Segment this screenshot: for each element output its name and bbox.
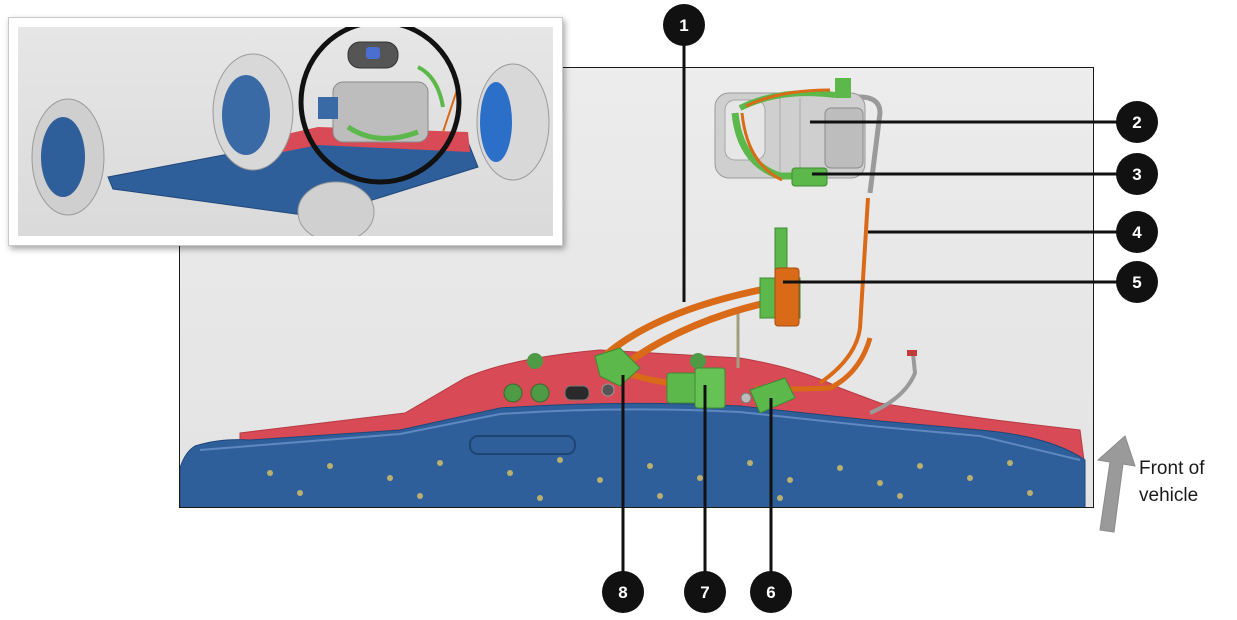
wheel-front-right <box>476 63 550 181</box>
battery-tray <box>180 402 1086 507</box>
callout-marker-4: 4 <box>1116 211 1158 253</box>
hv-cable-lower <box>616 299 769 372</box>
front-label-line2: vehicle <box>1139 485 1199 506</box>
drive-unit <box>318 41 459 143</box>
highlight-circle <box>298 27 462 185</box>
callout-number-2: 2 <box>1132 113 1141 132</box>
callout-marker-8: 8 <box>602 571 644 613</box>
battery-connector-center <box>666 367 726 409</box>
battery-connector-right <box>740 377 796 414</box>
callout-marker-6: 6 <box>750 571 792 613</box>
tray-recess <box>469 435 576 455</box>
tray-rim <box>199 408 1081 461</box>
callout-number-6: 6 <box>766 583 775 602</box>
vehicle-overview-inset <box>8 17 563 246</box>
wheel-rear-left <box>31 98 105 216</box>
callout-number-4: 4 <box>1132 223 1142 242</box>
callout-marker-2: 2 <box>1116 101 1158 143</box>
callout-number-3: 3 <box>1132 165 1141 184</box>
junction-connector <box>759 227 801 327</box>
callout-number-7: 7 <box>700 583 709 602</box>
cover-ports <box>503 353 706 403</box>
compressor-cable-orange <box>818 197 870 385</box>
callout-marker-7: 7 <box>684 571 726 613</box>
callout-marker-3: 3 <box>1116 153 1158 195</box>
callout-number-1: 1 <box>679 16 688 35</box>
callout-marker-1: 1 <box>663 4 705 46</box>
hv-system-illustration <box>180 78 1086 507</box>
callout-number-5: 5 <box>1132 273 1141 292</box>
callout-marker-5: 5 <box>1116 261 1158 303</box>
electric-compressor <box>714 78 866 182</box>
aux-cable-grey <box>869 352 918 415</box>
battery-connector-left <box>594 347 641 387</box>
front-of-vehicle-label: Front of vehicle <box>1139 455 1229 509</box>
tray-bolts <box>267 457 1033 501</box>
inset-image-area <box>18 27 553 236</box>
callout-number-8: 8 <box>618 583 627 602</box>
main-detail-view <box>179 67 1094 508</box>
aux-cable-tip <box>907 350 917 356</box>
hv-cable-upper <box>596 286 764 364</box>
wheel-front-left <box>297 181 375 236</box>
wheel-rear-right <box>212 53 294 171</box>
front-label-line1: Front of <box>1139 458 1205 479</box>
vehicle-chassis-illustration <box>31 27 550 236</box>
front-direction-arrow <box>1096 435 1136 533</box>
